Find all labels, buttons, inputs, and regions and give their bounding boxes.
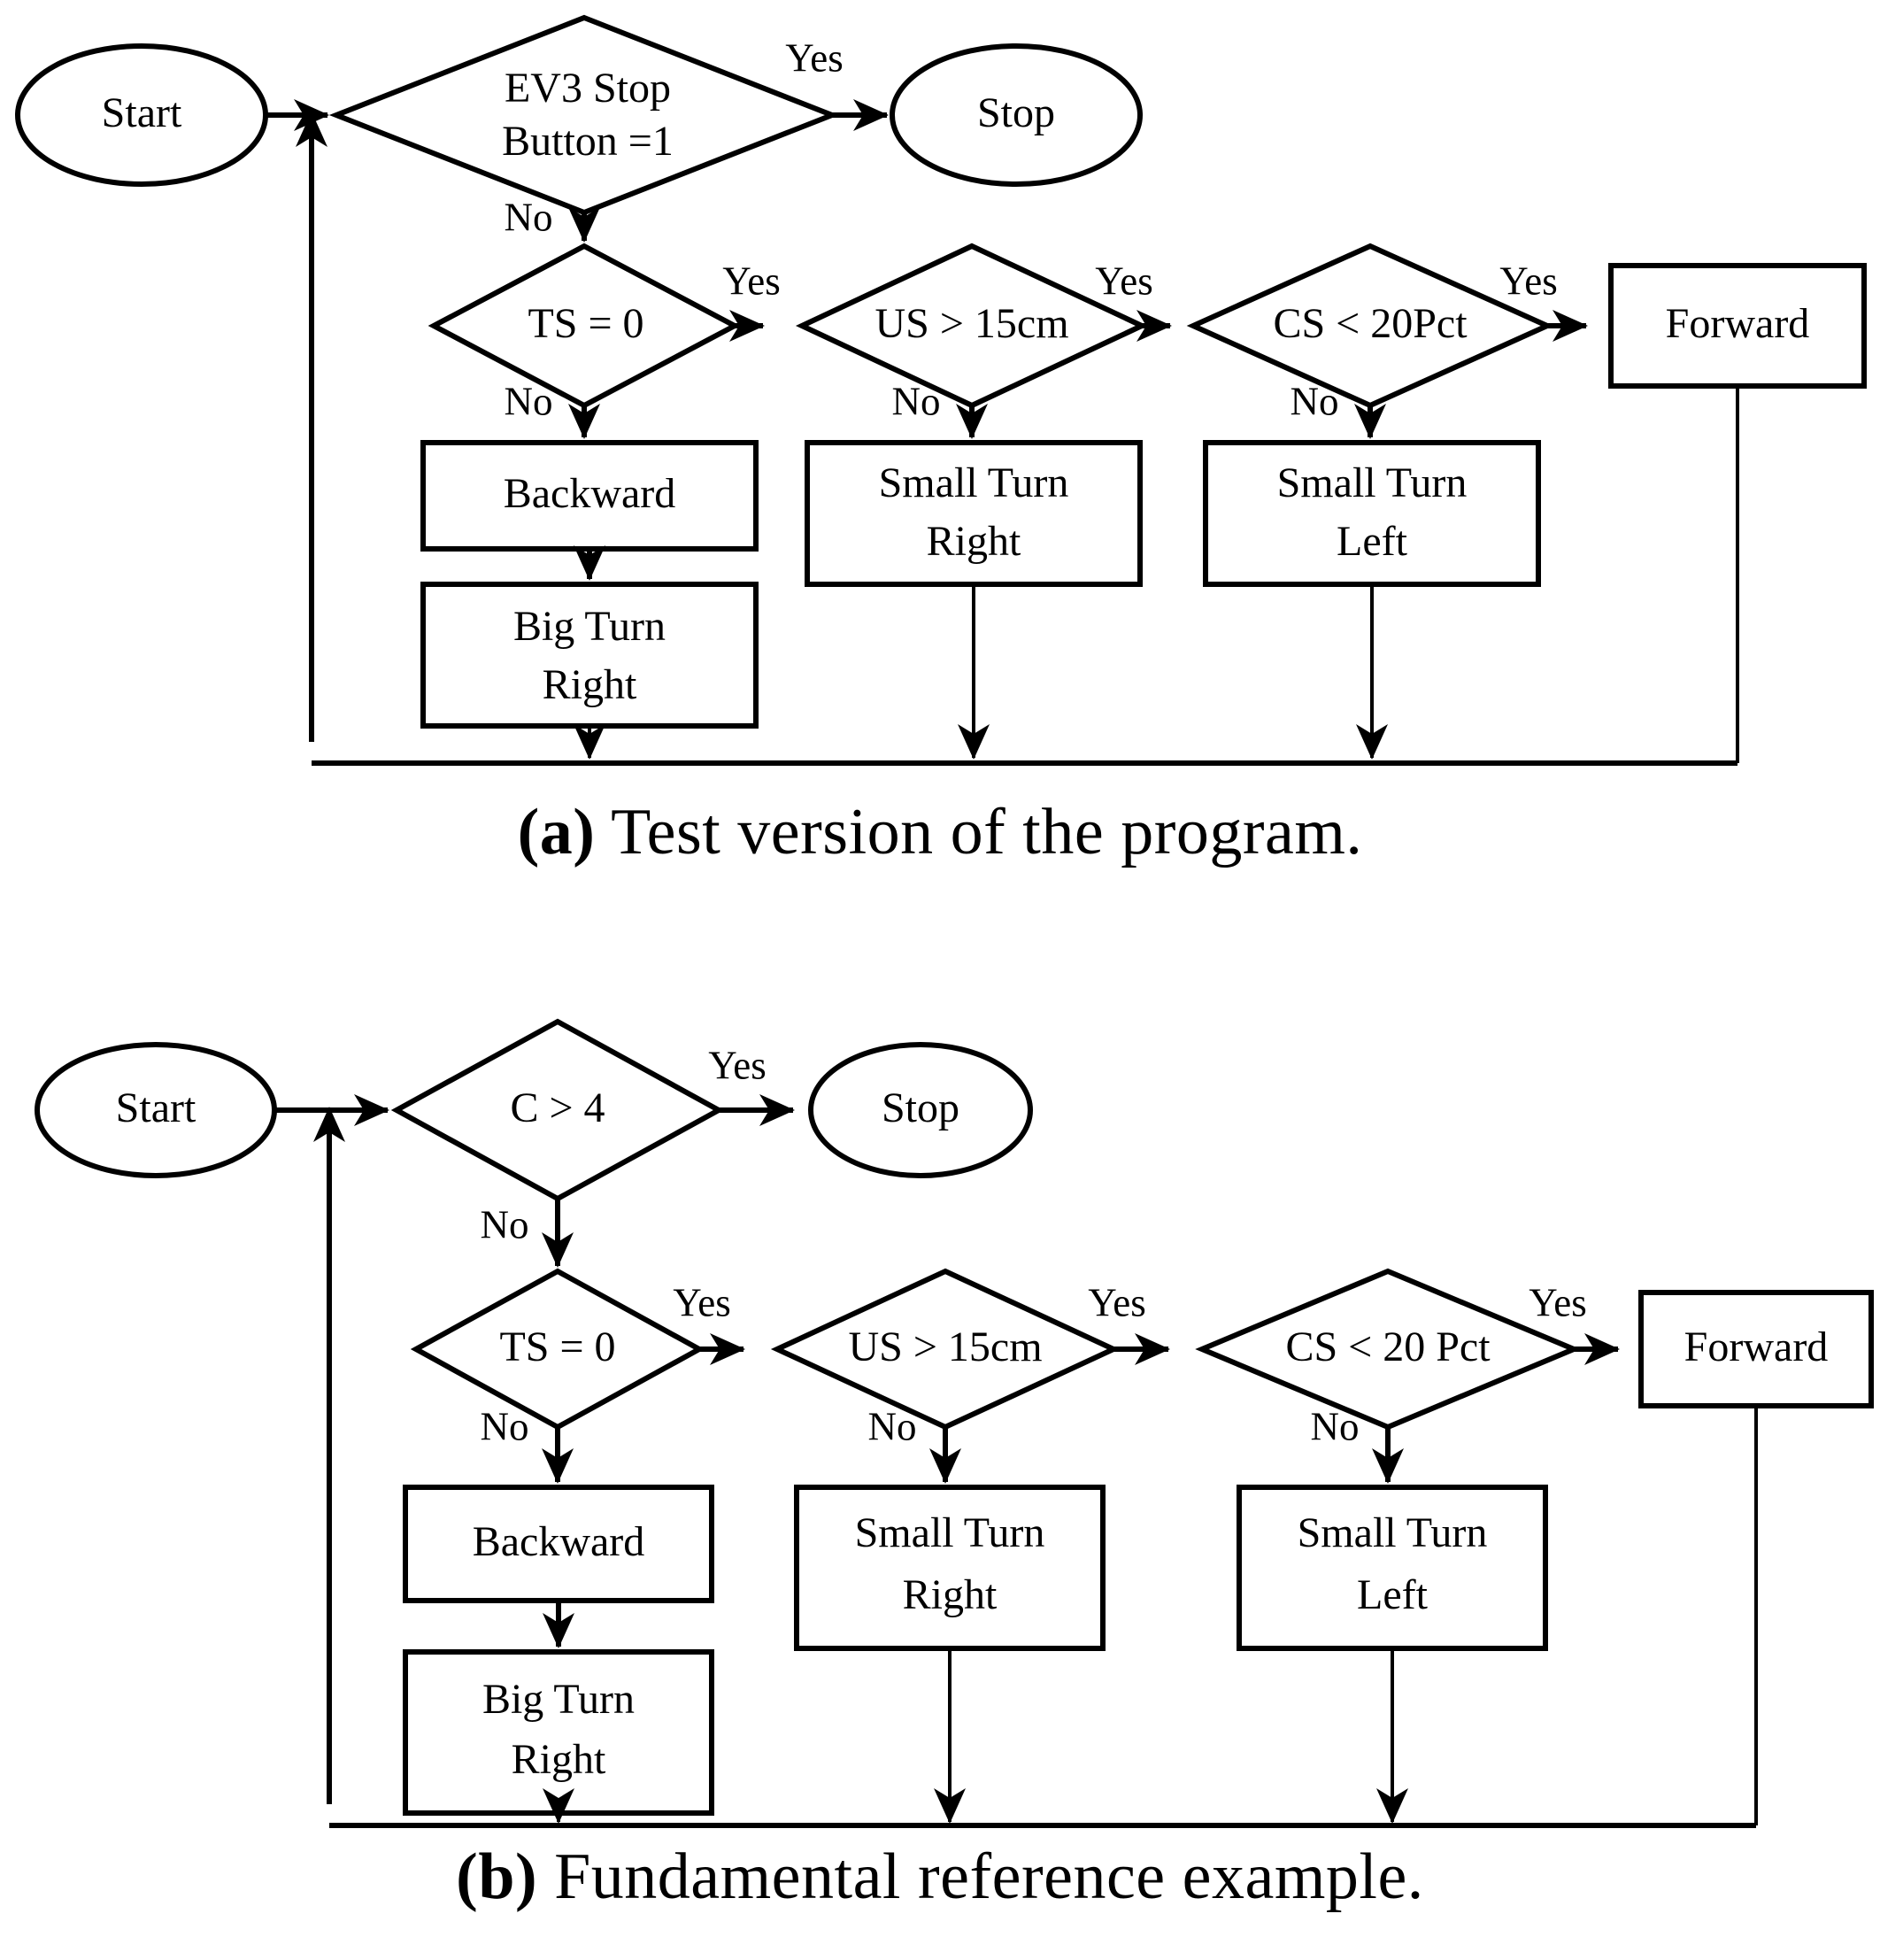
node-stop-label: Stop: [977, 89, 1055, 136]
action-backward: Backward: [420, 440, 759, 552]
edge-main-no-label: No: [481, 1202, 529, 1246]
caption-a-tag: (a): [517, 796, 596, 868]
decision-us-label: US > 15cm: [848, 1323, 1042, 1370]
decision-ts: TS = 0: [410, 1268, 705, 1431]
edge-ts-no-label: No: [505, 379, 553, 423]
action-small-turn-left: Small Turn Left: [1237, 1485, 1548, 1651]
edge-us-yes-label: Yes: [1088, 1280, 1145, 1324]
action-small-turn-right: Small Turn Right: [794, 1485, 1106, 1651]
action-forward: Forward: [1638, 1290, 1874, 1408]
decision-ts: TS = 0: [428, 243, 741, 409]
edge-ts-yes-label: Yes: [722, 259, 780, 303]
edge-main-no-label: No: [505, 195, 553, 239]
node-start-label: Start: [102, 89, 182, 136]
node-stop: Stop: [808, 1042, 1033, 1178]
node-stop-label: Stop: [882, 1084, 959, 1131]
action-small-turn-right-line2: Right: [903, 1571, 998, 1618]
action-small-turn-left-line2: Left: [1337, 518, 1408, 565]
decision-ev3-line1: EV3 Stop: [505, 65, 671, 112]
edge-cs-yes-label: Yes: [1499, 259, 1557, 303]
decision-counter-label: C > 4: [510, 1084, 605, 1131]
action-backward-label: Backward: [504, 470, 676, 517]
action-forward-label: Forward: [1666, 300, 1810, 347]
action-small-turn-right: Small Turn Right: [805, 440, 1143, 587]
flowchart-panel-a: Start Stop EV3 Stop Button =1 TS = 0: [0, 0, 1880, 797]
decision-ts-label: TS = 0: [499, 1323, 615, 1370]
action-big-turn-right: Big Turn Right: [403, 1649, 714, 1816]
action-big-turn-right: Big Turn Right: [420, 582, 759, 729]
decision-us: US > 15cm: [795, 243, 1149, 409]
node-stop: Stop: [890, 43, 1143, 187]
edge-main-yes-label: Yes: [785, 35, 843, 80]
decision-cs-label: CS < 20Pct: [1273, 300, 1468, 347]
edge-us-no-label: No: [892, 379, 941, 423]
action-small-turn-left-line1: Small Turn: [1277, 459, 1468, 506]
action-small-turn-left-line1: Small Turn: [1298, 1509, 1488, 1556]
edge-ts-yes-label: Yes: [673, 1280, 730, 1324]
action-backward-label: Backward: [473, 1518, 645, 1565]
action-small-turn-left: Small Turn Left: [1203, 440, 1541, 587]
node-start: Start: [15, 43, 268, 187]
action-small-turn-left-line2: Left: [1357, 1571, 1429, 1618]
decision-cs-label: CS < 20 Pct: [1285, 1323, 1491, 1370]
action-small-turn-right-line2: Right: [927, 518, 1021, 565]
edge-cs-no-label: No: [1291, 379, 1339, 423]
caption-b-text: Fundamental reference example.: [537, 1840, 1424, 1913]
decision-ts-label: TS = 0: [528, 300, 643, 347]
action-big-turn-right-line2: Right: [512, 1736, 606, 1783]
action-big-turn-right-line1: Big Turn: [482, 1676, 635, 1723]
edge-us-yes-label: Yes: [1095, 259, 1152, 303]
caption-a: (a) Test version of the program.: [0, 796, 1880, 868]
decision-cs: CS < 20 Pct: [1195, 1268, 1581, 1431]
decision-us: US > 15cm: [770, 1268, 1121, 1431]
edge-main-yes-label: Yes: [708, 1043, 766, 1087]
caption-b: (b) Fundamental reference example.: [0, 1840, 1880, 1913]
decision-counter: C > 4: [390, 1018, 725, 1202]
edge-ts-no-label: No: [481, 1404, 529, 1448]
action-big-turn-right-line1: Big Turn: [513, 603, 666, 650]
decision-cs: CS < 20Pct: [1186, 243, 1554, 409]
action-forward-label: Forward: [1684, 1323, 1829, 1370]
decision-ev3-line2: Button =1: [502, 118, 674, 165]
action-small-turn-right-line1: Small Turn: [855, 1509, 1045, 1556]
action-small-turn-right-line1: Small Turn: [879, 459, 1069, 506]
action-forward: Forward: [1608, 263, 1867, 389]
action-big-turn-right-line2: Right: [543, 661, 637, 708]
node-start-label: Start: [116, 1084, 196, 1131]
caption-a-text: Test version of the program.: [595, 796, 1363, 868]
node-start: Start: [35, 1042, 277, 1178]
decision-ev3-stop-button: EV3 Stop Button =1: [328, 14, 840, 216]
action-backward: Backward: [403, 1485, 714, 1603]
decision-us-label: US > 15cm: [875, 300, 1068, 347]
edge-cs-yes-label: Yes: [1529, 1280, 1586, 1324]
caption-b-tag: (b): [456, 1840, 538, 1913]
flowchart-panel-b: Start Stop C > 4 TS = 0 US > 15cm: [0, 986, 1880, 1854]
edge-us-no-label: No: [868, 1404, 917, 1448]
edge-cs-no-label: No: [1311, 1404, 1360, 1448]
